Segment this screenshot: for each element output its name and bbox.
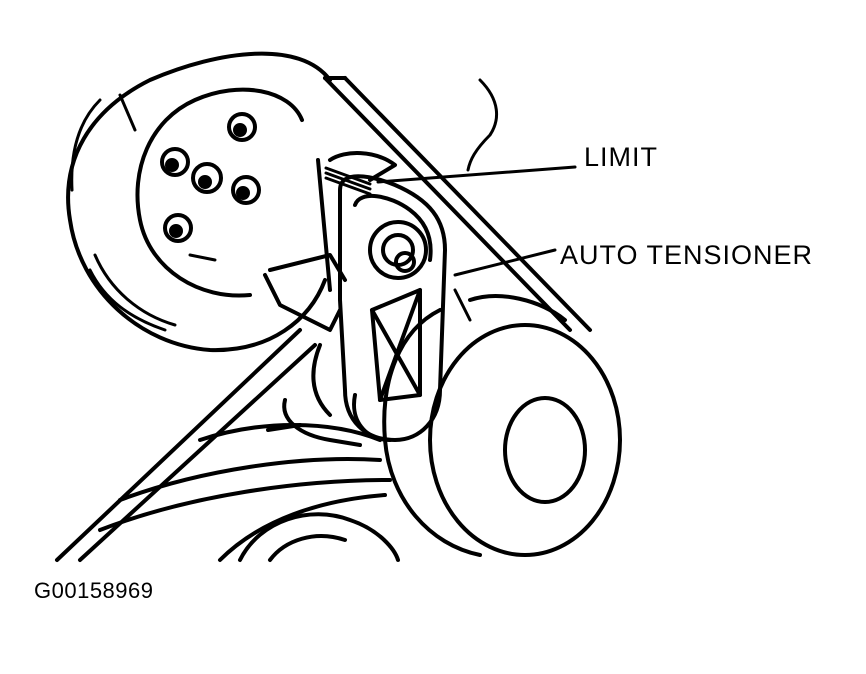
auto-tensioner-assembly: [263, 151, 447, 447]
upper-pulley: [66, 51, 332, 353]
belt-guide: [466, 78, 499, 172]
tensioner-leader-line: [453, 248, 557, 277]
limit-mark: [324, 166, 372, 196]
figure-id: G00158969: [34, 578, 154, 603]
bottom-pulley: [238, 512, 400, 562]
limit-label: LIMIT: [584, 142, 659, 172]
limit-leader-line: [376, 165, 577, 184]
drive-belt: [55, 76, 592, 562]
auto-tensioner-label: AUTO TENSIONER: [560, 240, 814, 270]
